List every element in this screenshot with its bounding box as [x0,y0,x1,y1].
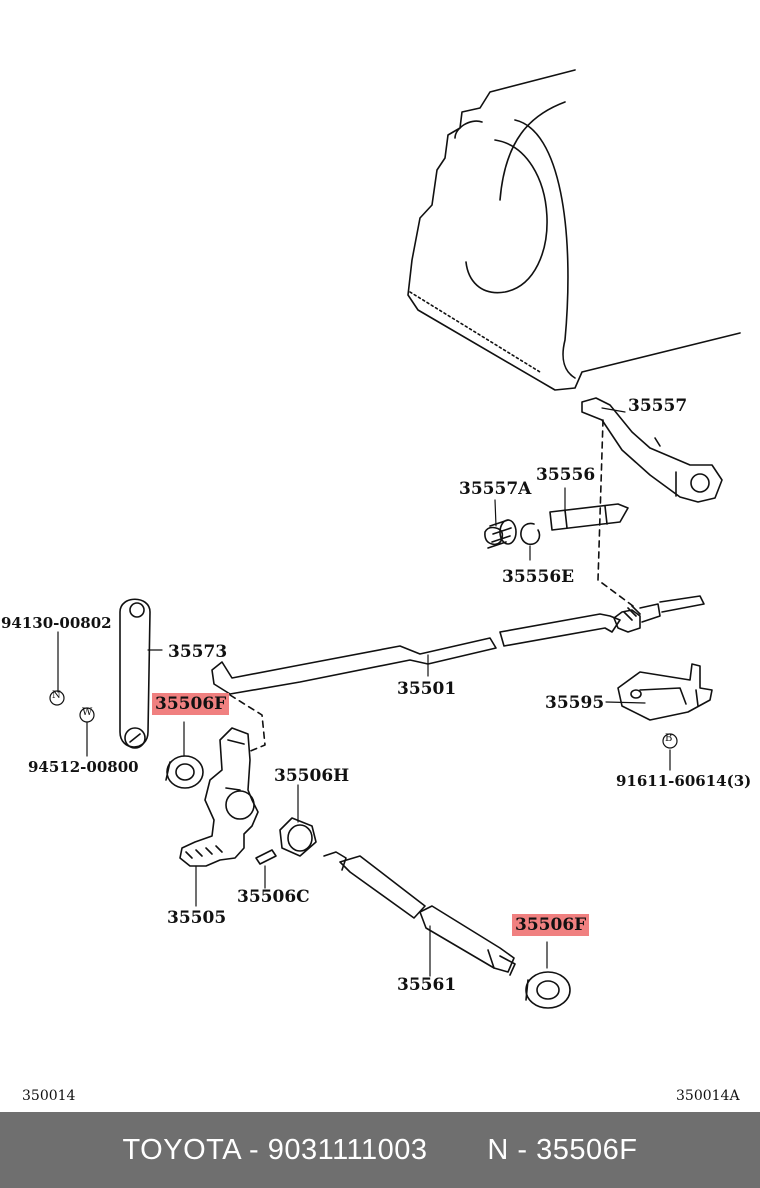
symbol-w: W [82,707,93,718]
symbol-b: B [665,733,673,744]
parts-diagram: 35557 35557A 35556 35556E 94130-00802 35… [1,69,752,1104]
bracket-35557 [581,397,723,503]
label-35505: 35505 [167,908,227,928]
label-94512-00800: 94512-00800 [28,758,139,776]
label-35506f-highlighted-top: 35506F [152,693,230,715]
guide-lines [229,419,634,753]
bushing-35506h [279,817,317,857]
label-35561: 35561 [397,975,457,995]
spring-35557a [484,519,517,549]
label-35506c: 35506C [237,887,310,907]
leader-lines [57,407,671,977]
oil-seal-bottom [525,971,571,1009]
label-35573: 35573 [168,642,228,662]
oil-seal-top [165,755,204,789]
label-91611-60614: 91611-60614(3) [616,772,752,790]
cable-35501 [211,595,705,695]
transmission-housing [407,69,741,391]
pin-35556 [549,503,629,531]
label-35595: 35595 [545,693,605,713]
diagram-code-left: 350014 [22,1088,76,1104]
diagram-code-right: 350014A [676,1088,740,1104]
e-ring-35556e [520,522,541,546]
symbol-circles [49,690,678,749]
label-35506f-highlighted-bottom: 35506F [512,914,590,936]
pin-35506c [255,849,277,865]
label-35557a: 35557A [459,479,532,499]
shaft-35561 [323,851,516,976]
part-number-footer: TOYOTA - 9031111003 N - 35506F [0,1112,760,1188]
label-35501: 35501 [397,679,457,699]
label-35556e: 35556E [502,567,575,587]
label-35556: 35556 [536,465,596,485]
symbol-n: N [52,690,61,701]
selector-35505 [179,727,259,867]
lever-35573 [119,598,151,749]
bracket-35595 [617,663,713,721]
exploded-view-drawing [49,69,741,1009]
label-94130-00802: 94130-00802 [1,614,112,632]
label-35557: 35557 [628,396,688,416]
label-35506h: 35506H [274,766,350,786]
